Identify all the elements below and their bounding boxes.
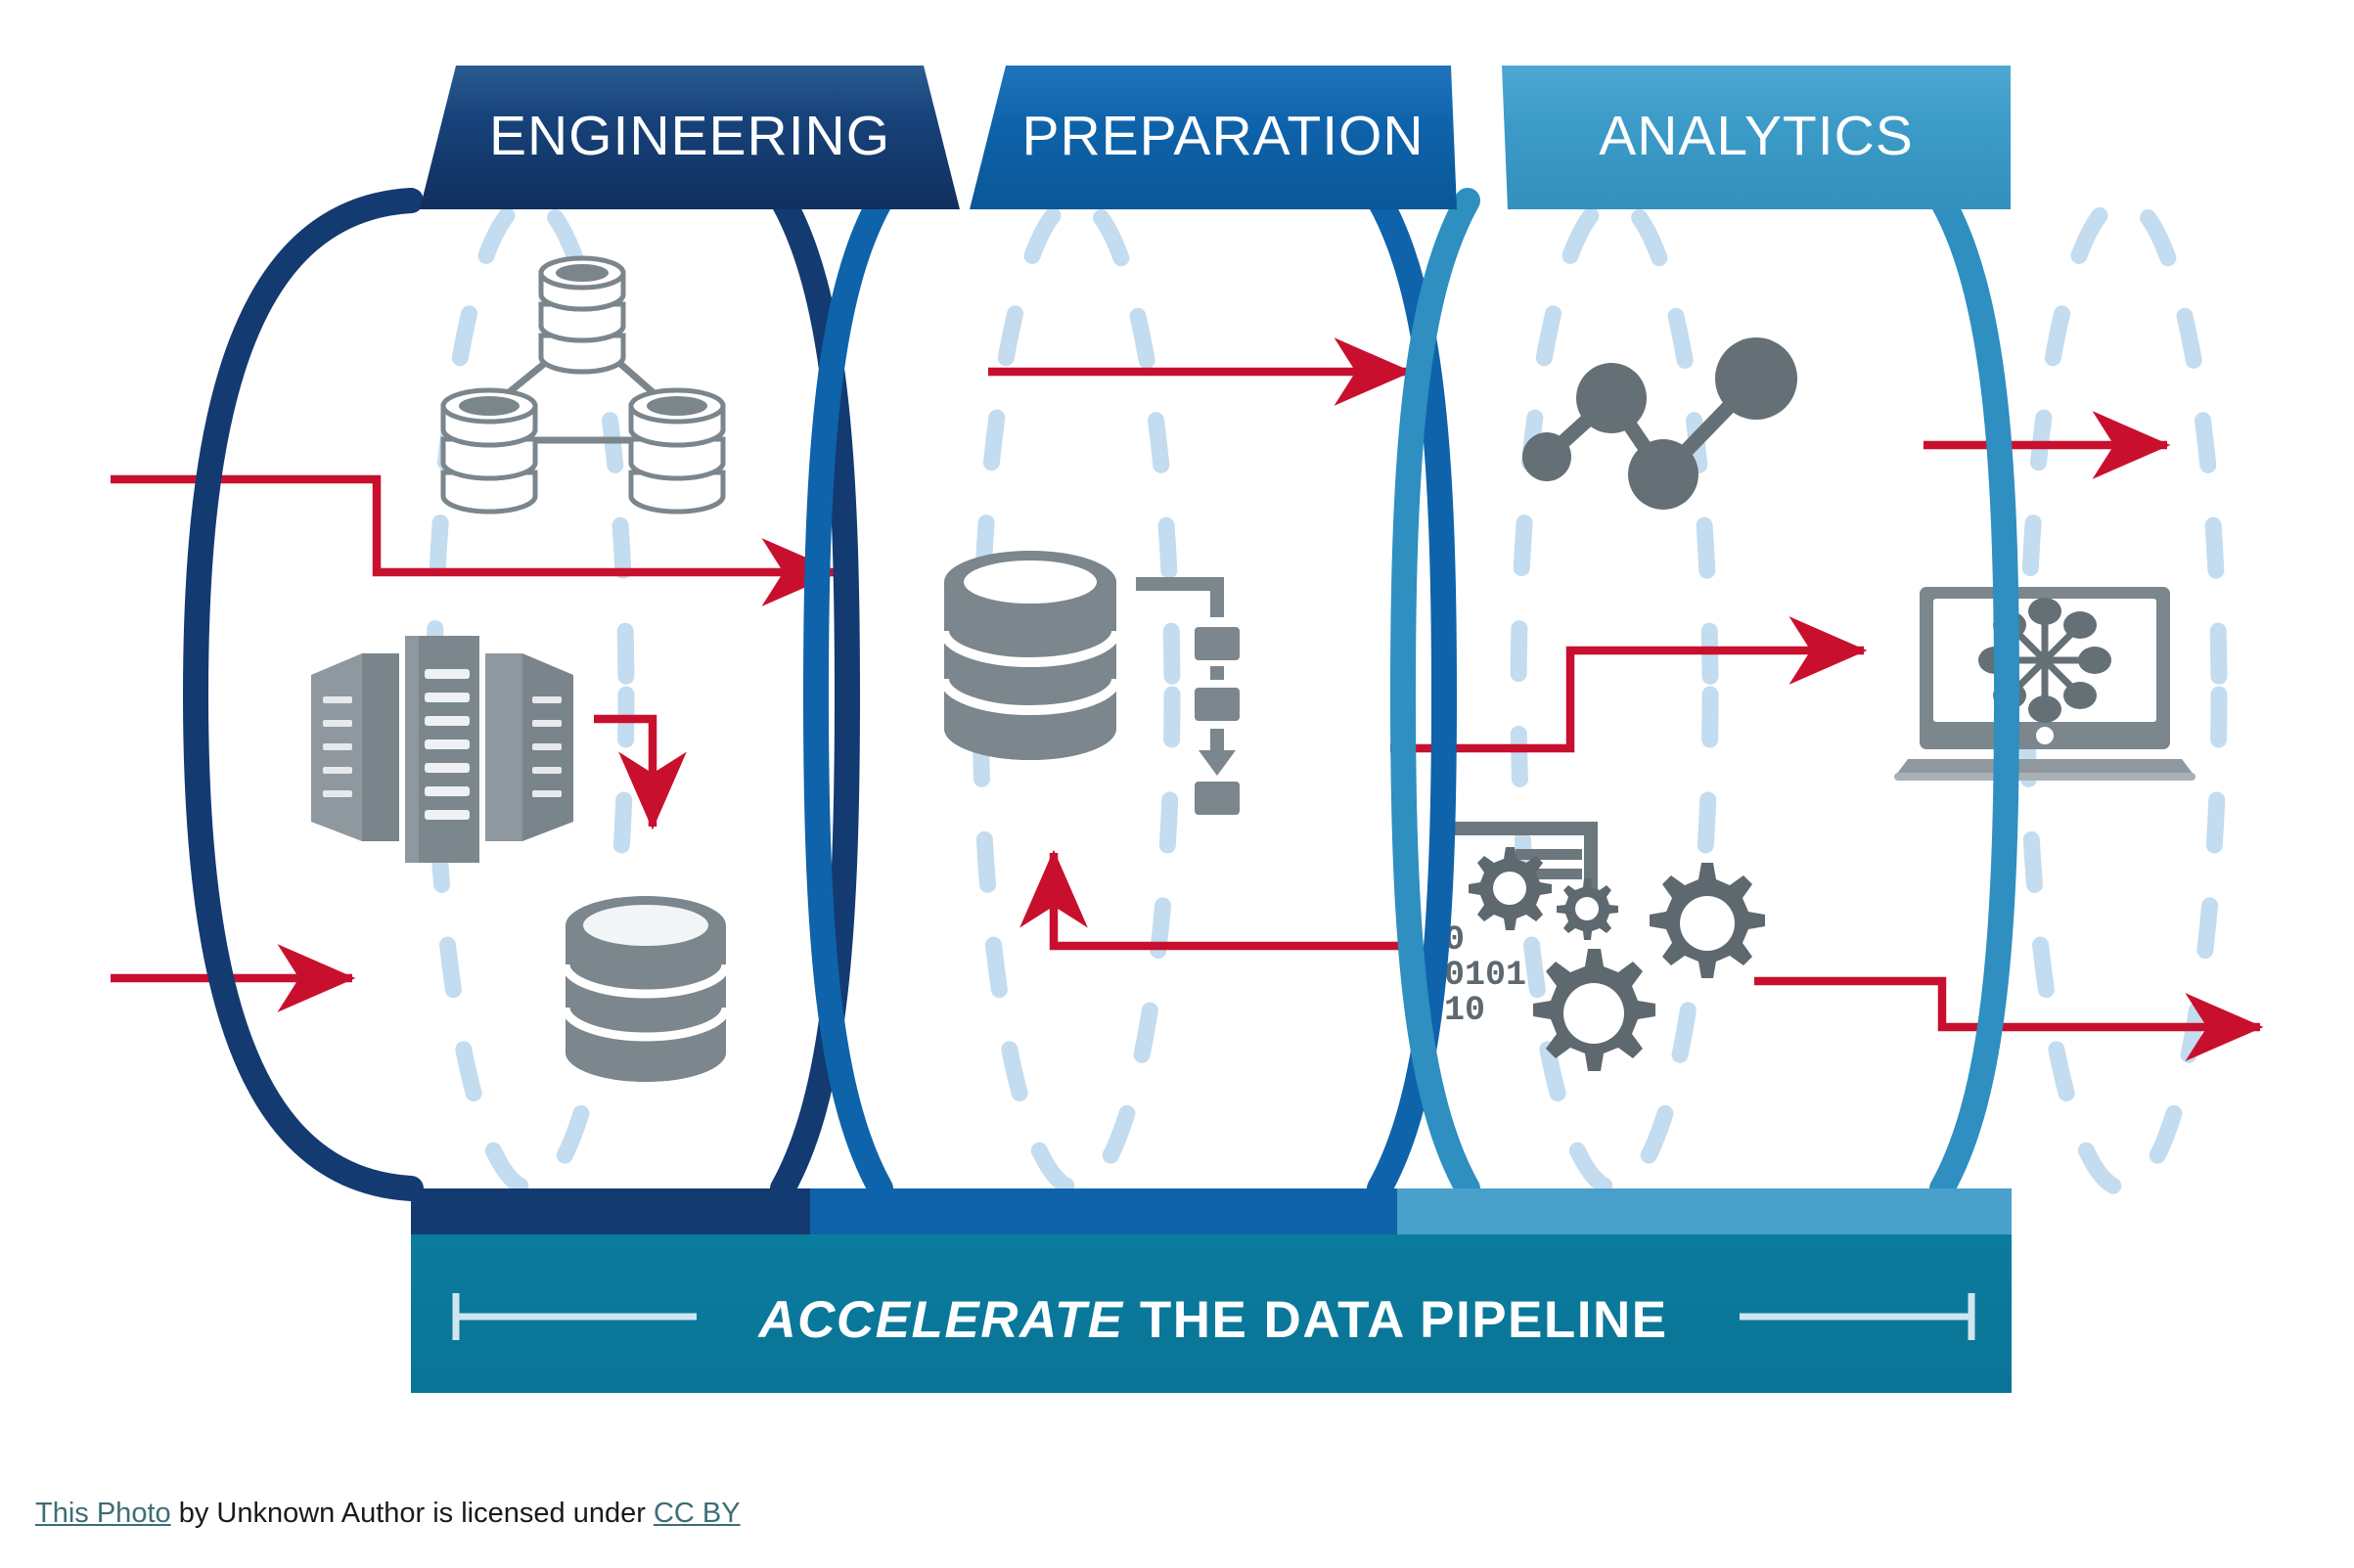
banner-measure-right xyxy=(1740,1293,1975,1340)
dashed-ring-3 xyxy=(1510,192,1719,1197)
arrow-input-top xyxy=(111,474,840,606)
arrow-engineering-to-storage xyxy=(594,714,687,830)
attribution-middle-text: by Unknown Author is licensed under xyxy=(170,1498,654,1529)
tab-engineering-label: ENGINEERING xyxy=(489,105,890,167)
dashed-inner-rings xyxy=(426,192,2228,1197)
stage-tabs: ENGINEERING PREPARATION ANALYTICS xyxy=(420,66,2011,209)
cylinder-analytics-right xyxy=(1929,188,2020,1201)
network-graph-icon xyxy=(1522,337,1797,510)
cylinder-outlines xyxy=(182,188,2020,1201)
tab-preparation[interactable]: PREPARATION xyxy=(970,66,1457,209)
distributed-database-icon xyxy=(440,255,726,515)
banner-text-emphasis: ACCELERATE xyxy=(756,1291,1123,1349)
database-workflow-icon xyxy=(939,551,1240,815)
banner-measure-left xyxy=(452,1293,697,1340)
cc-by-link[interactable]: CC BY xyxy=(653,1498,741,1529)
cylinder-analytics-left xyxy=(1389,188,1480,1201)
server-rack-icon xyxy=(311,636,573,863)
data-pipeline-diagram: 10 10101 010 xyxy=(111,66,2264,1393)
cylinder-engineering-right xyxy=(770,188,861,1201)
dashed-ring-1 xyxy=(426,192,635,1197)
tab-analytics-label: ANALYTICS xyxy=(1599,105,1914,167)
database-cylinder-icon xyxy=(561,896,731,1082)
arrow-analytics-up xyxy=(1019,849,1401,951)
this-photo-link[interactable]: This Photo xyxy=(35,1498,171,1529)
tab-analytics[interactable]: ANALYTICS xyxy=(1502,66,2011,209)
arrow-output-bottom xyxy=(1754,976,2264,1061)
attribution-line: This Photo by Unknown Author is licensed… xyxy=(35,1500,741,1528)
banner-text-rest: THE DATA PIPELINE xyxy=(1124,1291,1668,1349)
arrow-analytics-to-laptop xyxy=(1390,616,1868,753)
tab-engineering[interactable]: ENGINEERING xyxy=(420,66,960,209)
tab-preparation-label: PREPARATION xyxy=(1021,105,1424,167)
cylinder-preparation-left xyxy=(802,188,893,1201)
banner-text: ACCELERATE THE DATA PIPELINE xyxy=(756,1291,1667,1349)
dashed-ring-2 xyxy=(972,192,1181,1197)
cylinder-engineering-left xyxy=(182,188,424,1201)
dashed-ring-4 xyxy=(2018,192,2228,1197)
accelerate-banner: ACCELERATE THE DATA PIPELINE xyxy=(411,1188,2012,1393)
